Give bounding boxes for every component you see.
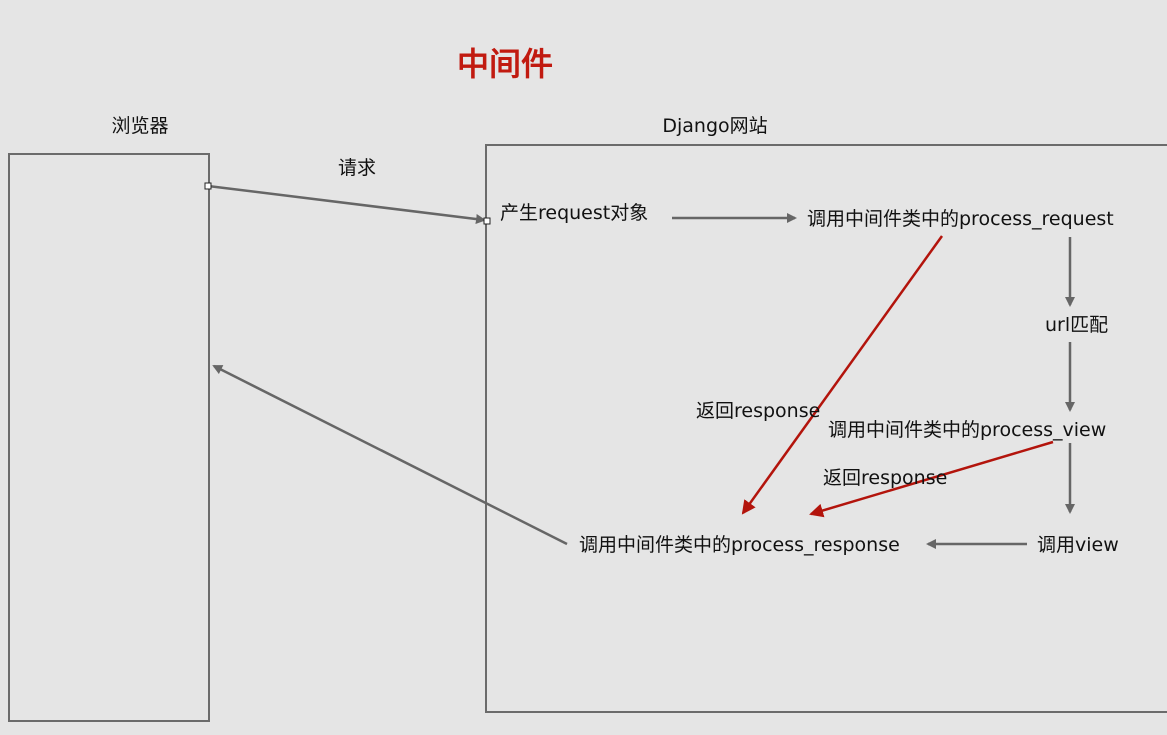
return-label: 返回response xyxy=(823,467,947,489)
browser-label: 浏览器 xyxy=(111,115,168,137)
return-arrow-from-view xyxy=(809,440,1054,518)
node-url-match: url匹配 xyxy=(1045,314,1108,336)
node-process-response: 调用中间件类中的process_response xyxy=(579,534,900,556)
node-call-view: 调用view xyxy=(1037,534,1119,556)
diagram-title: 中间件 xyxy=(457,45,553,83)
browser-box xyxy=(8,153,210,722)
return-arrow-from-request xyxy=(741,235,944,515)
django-label: Django网站 xyxy=(662,115,767,137)
request-arrow xyxy=(207,184,486,224)
node-process-request: 调用中间件类中的process_request xyxy=(807,208,1114,230)
node-create-request: 产生request对象 xyxy=(500,202,648,224)
node-process-view: 调用中间件类中的process_view xyxy=(828,419,1106,441)
connector-handle xyxy=(204,182,212,190)
django-box xyxy=(485,144,1167,713)
response-to-browser-arrow xyxy=(212,364,568,546)
request-label: 请求 xyxy=(338,157,376,179)
return-label: 返回response xyxy=(696,400,820,422)
connector-handle xyxy=(483,217,491,225)
